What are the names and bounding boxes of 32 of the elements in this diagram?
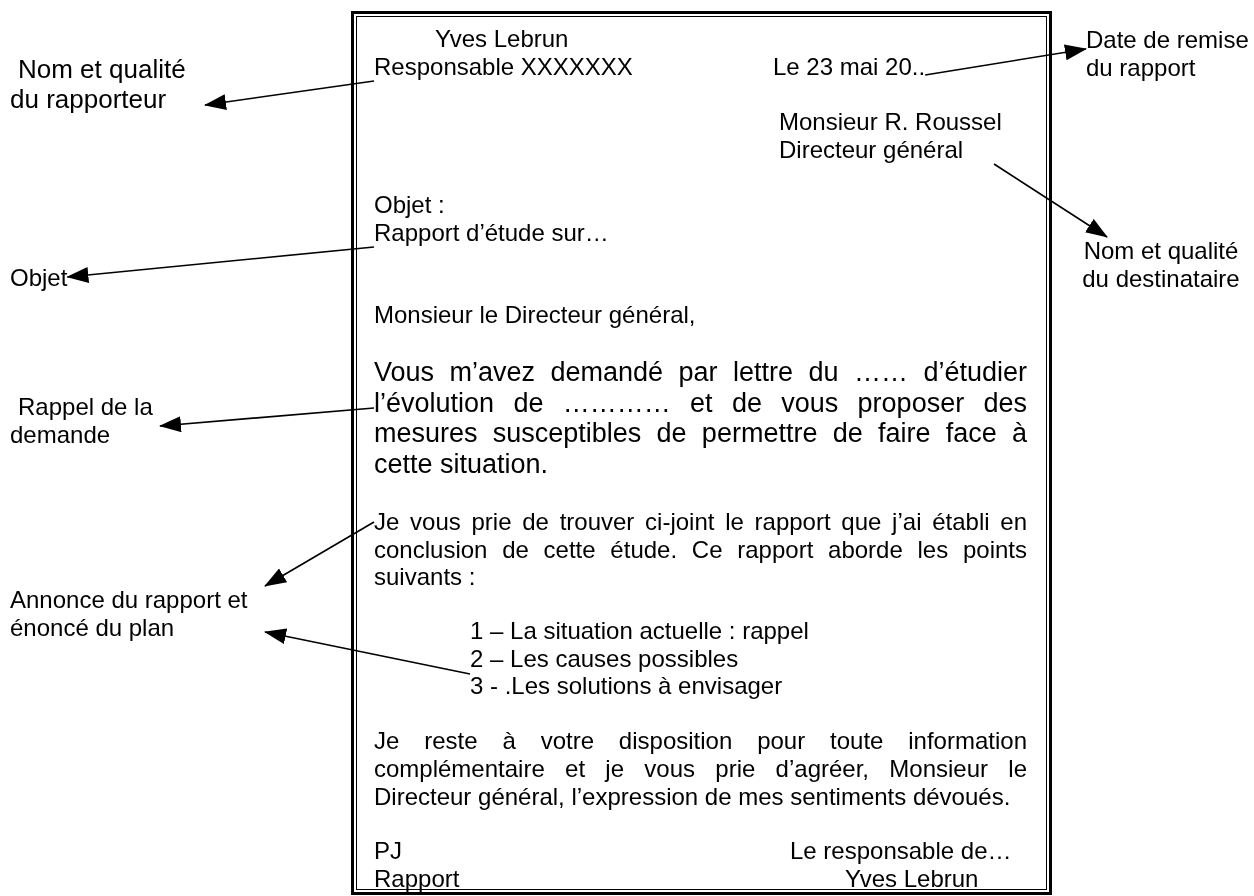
letter-text: Monsieur le Directeur général,	[374, 301, 696, 329]
annotation-text: Date de remise du rapport	[1086, 26, 1250, 82]
letter-text: Rapport	[374, 865, 460, 893]
letter-text: Le 23 mai 20..	[773, 53, 926, 81]
letter-text: 2 – Les causes possibles	[470, 644, 739, 672]
arrow	[66, 246, 375, 283]
annotation-text: Objet	[10, 264, 68, 292]
arrow	[159, 407, 375, 433]
letter-text: Objet :	[374, 191, 445, 219]
letter-text: Responsable XXXXXXX	[374, 53, 633, 81]
letter-text: Le responsable de…	[790, 837, 1012, 865]
arrow	[204, 80, 375, 110]
letter-text: PJ	[374, 837, 402, 865]
arrow	[264, 521, 375, 587]
letter-text: Directeur général	[779, 136, 964, 164]
arrow	[264, 628, 471, 675]
letter-text: Rapport d’étude sur…	[374, 219, 609, 247]
annotation-text: Rappel de la demande	[10, 393, 154, 449]
annotation-text: Nom et qualité du destinataire	[1081, 237, 1241, 293]
letter-text: 1 – La situation actuelle : rappel	[470, 617, 809, 645]
letter-text: Yves Lebrun	[434, 25, 569, 53]
annotation-text: Annonce du rapport et énoncé du plan	[10, 586, 249, 642]
letter-text: Vous m’avez demandé par lettre du …… d’étudier l’évolution de ………… et de vous proposer des mesures susceptibles de permettre de faire face à cette situation.	[374, 357, 1027, 479]
letter-text: Je reste à votre disposition pour toute information complémentaire et je vous prie d’agréer, Monsieur le Directeur général, l’expression de mes sentiments dévoués.	[374, 727, 1027, 811]
letter-text: Yves Lebrun	[845, 865, 979, 893]
letter-frame	[351, 11, 1052, 895]
arrow	[993, 163, 1108, 238]
annotation-text: Nom et qualité du rapporteur	[10, 54, 187, 114]
letter-text: Je vous prie de trouver ci-joint le rapport que j’ai établi en conclusion de cette étude. Ce rapport aborde les points suivants :	[374, 508, 1027, 591]
letter-text: 3 - .Les solutions à envisager	[470, 672, 783, 700]
letter-text: Monsieur R. Roussel	[779, 108, 1002, 136]
arrow	[924, 44, 1087, 76]
